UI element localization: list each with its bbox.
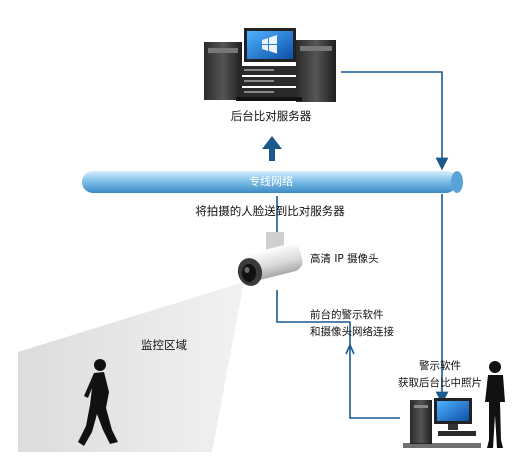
zone-label: 监控区域	[141, 338, 187, 352]
connection-line2: 和摄像头网络连接	[310, 326, 394, 338]
camera-to-client-connector	[276, 290, 400, 419]
up-arrow-icon	[262, 136, 282, 161]
walking-person-icon	[78, 359, 118, 446]
alert-line2: 获取后台比中照片	[398, 377, 482, 389]
server-cluster-icon	[204, 28, 336, 102]
connection-line1: 前台的警示软件	[310, 309, 384, 321]
operator-person-icon	[485, 361, 505, 448]
server-label: 后台比对服务器	[230, 109, 312, 123]
alert-line1: 警示软件	[419, 360, 461, 372]
network-pipe	[82, 171, 463, 193]
monitoring-zone	[18, 282, 244, 452]
upload-caption: 将拍摄的人脸送到比对服务器	[195, 204, 345, 218]
server-to-alert-connector	[341, 71, 449, 171]
client-computer-icon	[403, 398, 481, 448]
ip-camera-icon	[237, 232, 303, 286]
network-label: 专线网络	[249, 175, 293, 188]
camera-label: 高清 IP 摄像头	[310, 253, 379, 265]
